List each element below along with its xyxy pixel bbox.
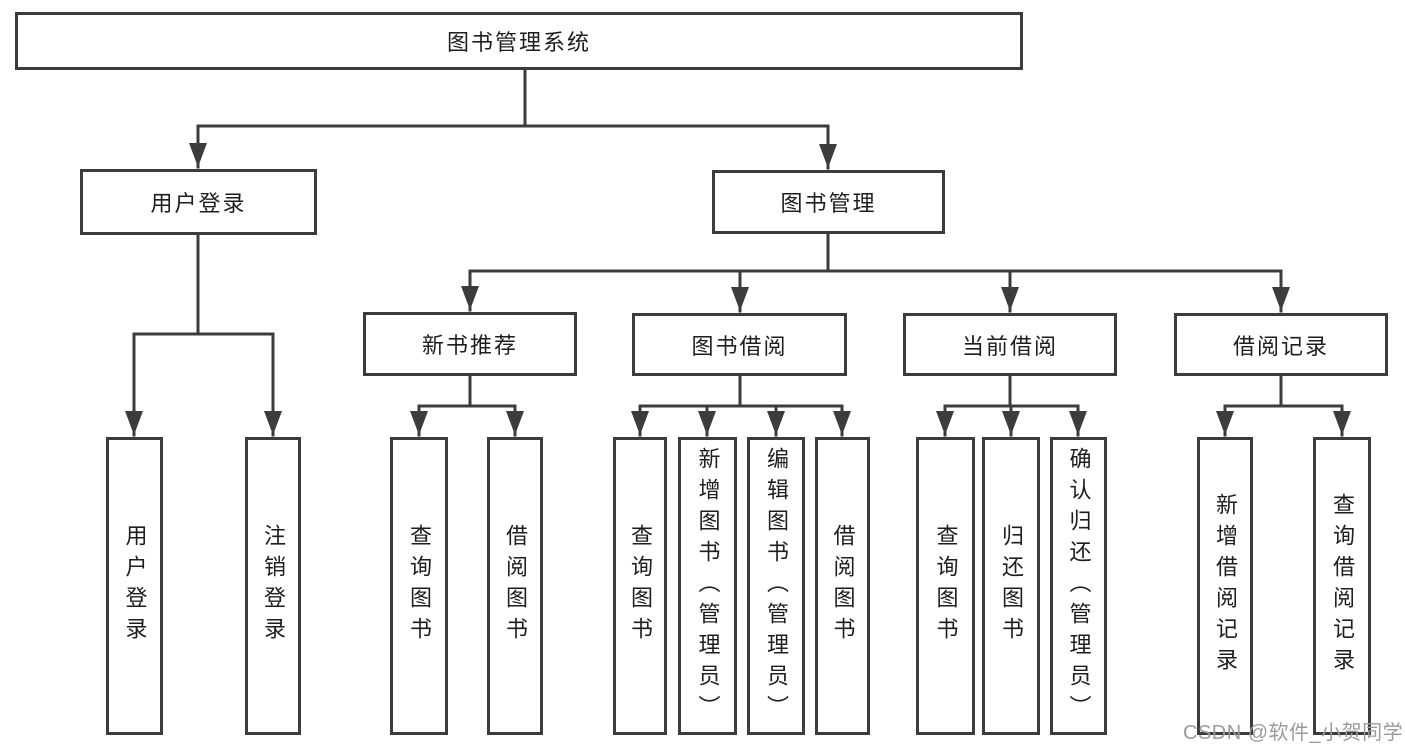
node-label: 新增借阅记录 — [1213, 493, 1238, 679]
connector-book-borrow-to-leaves — [631, 374, 851, 437]
node-label: 查询图书 — [933, 524, 959, 648]
node-label: 编辑图书（管理员） — [764, 446, 789, 726]
connector-book-mgmt-to-level3 — [461, 232, 1290, 313]
node-current-borrow: 当前借阅 — [903, 313, 1117, 376]
node-label: 归还图书 — [999, 524, 1024, 648]
leaf-current-query-books: 查询图书 — [916, 437, 975, 735]
leaf-newbook-query-books: 查询图书 — [390, 437, 448, 735]
node-label: 新增图书（管理员） — [695, 446, 721, 726]
leaf-current-confirm-return-admin: 确认归还（管理员） — [1050, 437, 1107, 735]
leaf-logout: 注销登录 — [245, 437, 301, 735]
node-label: 图书管理 — [780, 191, 877, 216]
node-label: 新书推荐 — [421, 333, 518, 358]
connector-user-login-to-leaves — [125, 233, 282, 437]
node-library-management-system: 图书管理系统 — [15, 12, 1023, 70]
node-label: 注销登录 — [261, 524, 286, 648]
connector-root-to-level2 — [189, 68, 837, 170]
leaf-user-login: 用户登录 — [106, 437, 163, 735]
leaf-newbook-borrow-books: 借阅图书 — [487, 437, 543, 735]
node-label: 借阅记录 — [1232, 333, 1329, 359]
node-label: 查询图书 — [407, 524, 432, 648]
node-label: 确认归还（管理员） — [1066, 446, 1092, 726]
node-label: 当前借阅 — [961, 333, 1058, 359]
node-label: 查询图书 — [628, 524, 653, 648]
leaf-records-add-record: 新增借阅记录 — [1197, 437, 1253, 735]
node-label: 图书管理系统 — [446, 30, 591, 55]
leaf-borrow-edit-books-admin: 编辑图书（管理员） — [747, 437, 805, 735]
leaf-records-query-record: 查询借阅记录 — [1313, 437, 1371, 735]
node-label: 图书借阅 — [691, 333, 788, 359]
connector-borrow-records-to-leaves — [1216, 374, 1351, 437]
leaf-borrow-add-books-admin: 新增图书（管理员） — [678, 437, 737, 735]
connector-current-borrow-to-leaves — [936, 374, 1087, 437]
node-book-management: 图书管理 — [712, 170, 945, 234]
node-user-login: 用户登录 — [80, 169, 317, 235]
node-book-borrow: 图书借阅 — [632, 313, 847, 376]
leaf-current-return-books: 归还图书 — [982, 437, 1040, 735]
leaf-borrow-query-books: 查询图书 — [613, 437, 667, 735]
node-borrow-records: 借阅记录 — [1174, 313, 1388, 376]
node-label: 借阅图书 — [830, 524, 856, 648]
node-label: 借阅图书 — [503, 524, 528, 648]
node-label: 查询借阅记录 — [1330, 493, 1355, 679]
connector-new-book-to-leaves — [410, 374, 524, 437]
node-label: 用户登录 — [150, 191, 247, 216]
csdn-watermark: CSDN @软件_小贺同学 — [1183, 722, 1404, 744]
node-label: 用户登录 — [122, 524, 148, 648]
leaf-borrow-borrow-books: 借阅图书 — [815, 437, 870, 735]
node-new-book-recommend: 新书推荐 — [363, 312, 577, 376]
